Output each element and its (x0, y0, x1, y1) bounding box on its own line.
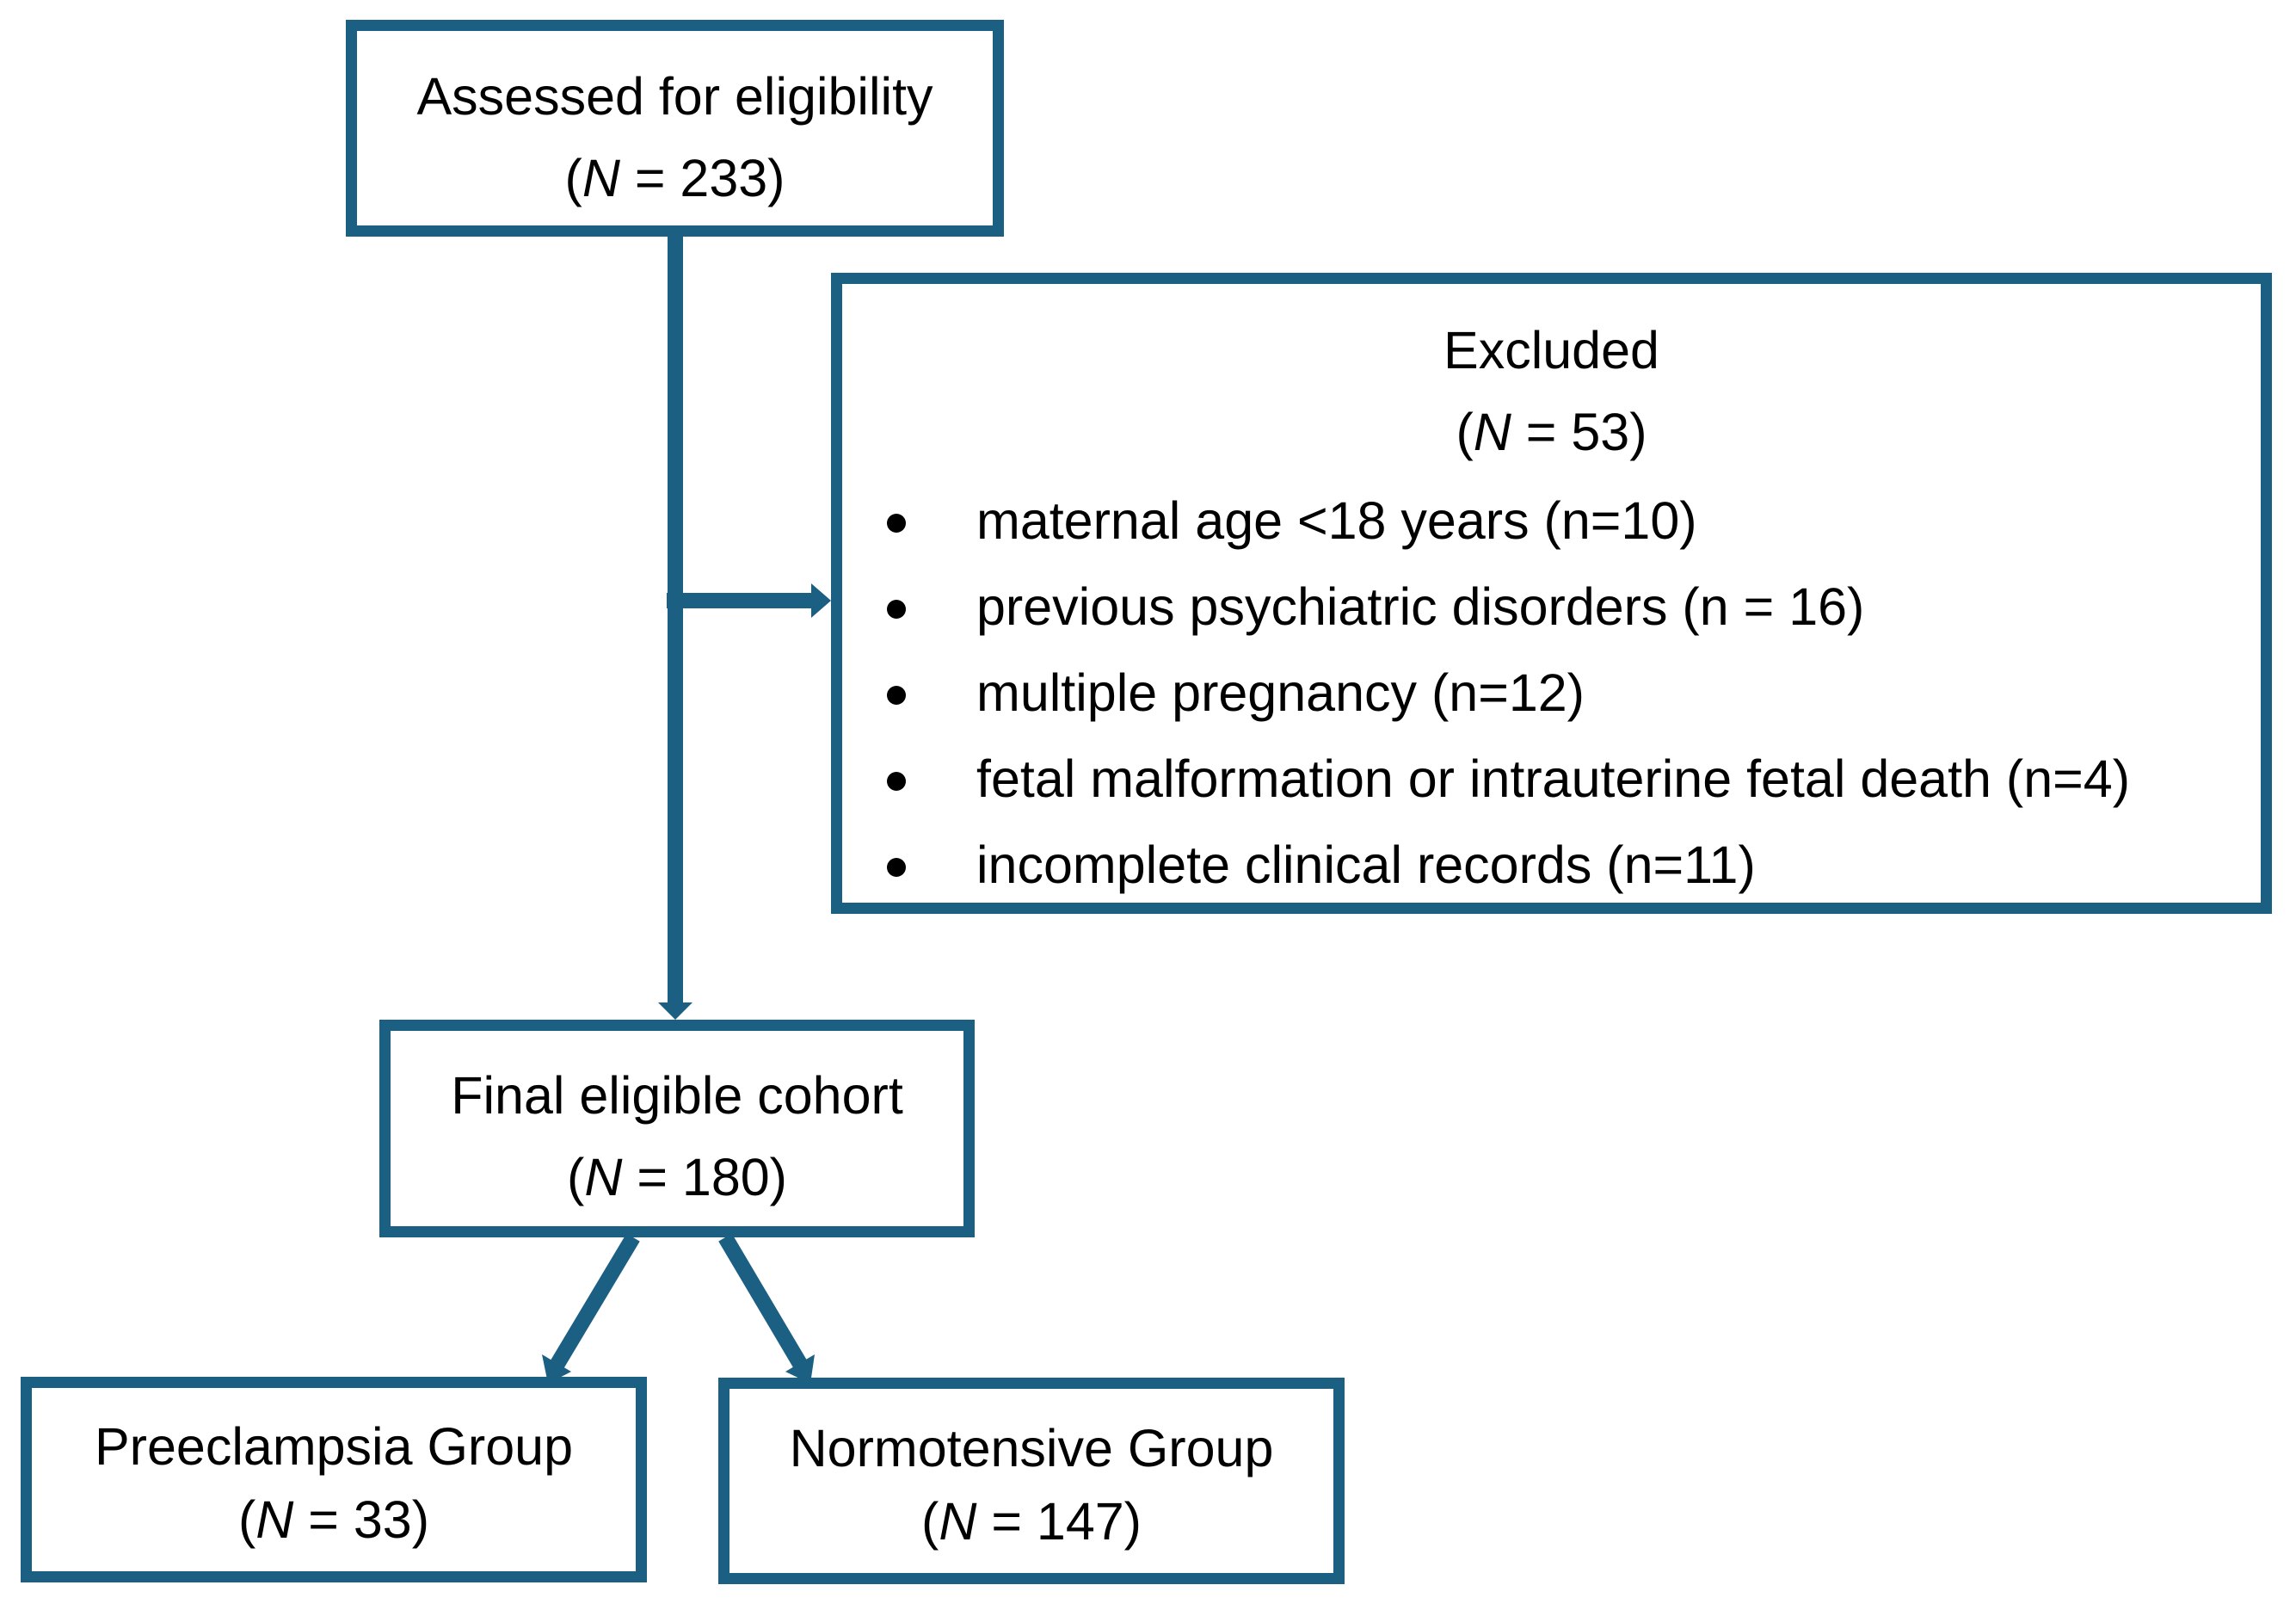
exclusion-reason: maternal age <18 years (n=10) (842, 478, 2261, 564)
preeclampsia-title: Preeclampsia Group (94, 1417, 574, 1476)
arrow-final-to-preeclampsia (551, 1233, 640, 1368)
normotensive-count: (N = 147) (921, 1492, 1142, 1551)
assessed-count: (N = 233) (564, 149, 785, 207)
assessed-title: Assessed for eligibility (416, 67, 933, 126)
bullet-icon (887, 600, 906, 619)
bullet-icon (887, 772, 906, 791)
exclusion-reason: fetal malformation or intrauterine fetal… (842, 736, 2261, 822)
arrowhead-preeclampsia (542, 1354, 571, 1384)
assessed-box: Assessed for eligibility (N = 233) (346, 20, 1004, 237)
arrow-final-to-normotensive (718, 1233, 807, 1368)
excluded-title: Excluded (1443, 321, 1659, 379)
preeclampsia-count: (N = 33) (237, 1490, 430, 1549)
exclusion-reason-list: maternal age <18 years (n=10) previous p… (842, 478, 2261, 908)
normotensive-group-box: Normotensive Group (N = 147) (718, 1378, 1345, 1584)
bullet-icon (887, 686, 906, 705)
final-title: Final eligible cohort (451, 1066, 903, 1125)
arrowhead-final (658, 1002, 692, 1020)
bullet-icon (887, 858, 906, 877)
final-cohort-box: Final eligible cohort (N = 180) (379, 1020, 975, 1237)
excluded-count: (N = 53) (1456, 403, 1647, 461)
normotensive-title: Normotensive Group (789, 1419, 1274, 1477)
arrowhead-normotensive (785, 1354, 815, 1384)
arrowhead-excluded (811, 583, 831, 618)
excluded-box: Excluded (N = 53) maternal age <18 years… (831, 273, 2272, 914)
final-count: (N = 180) (567, 1148, 787, 1206)
exclusion-reason: multiple pregnancy (n=12) (842, 650, 2261, 736)
exclusion-reason: incomplete clinical records (n=11) (842, 822, 2261, 908)
exclusion-reason: previous psychiatric disorders (n = 16) (842, 564, 2261, 650)
bullet-icon (887, 514, 906, 533)
preeclampsia-group-box: Preeclampsia Group (N = 33) (21, 1377, 647, 1582)
